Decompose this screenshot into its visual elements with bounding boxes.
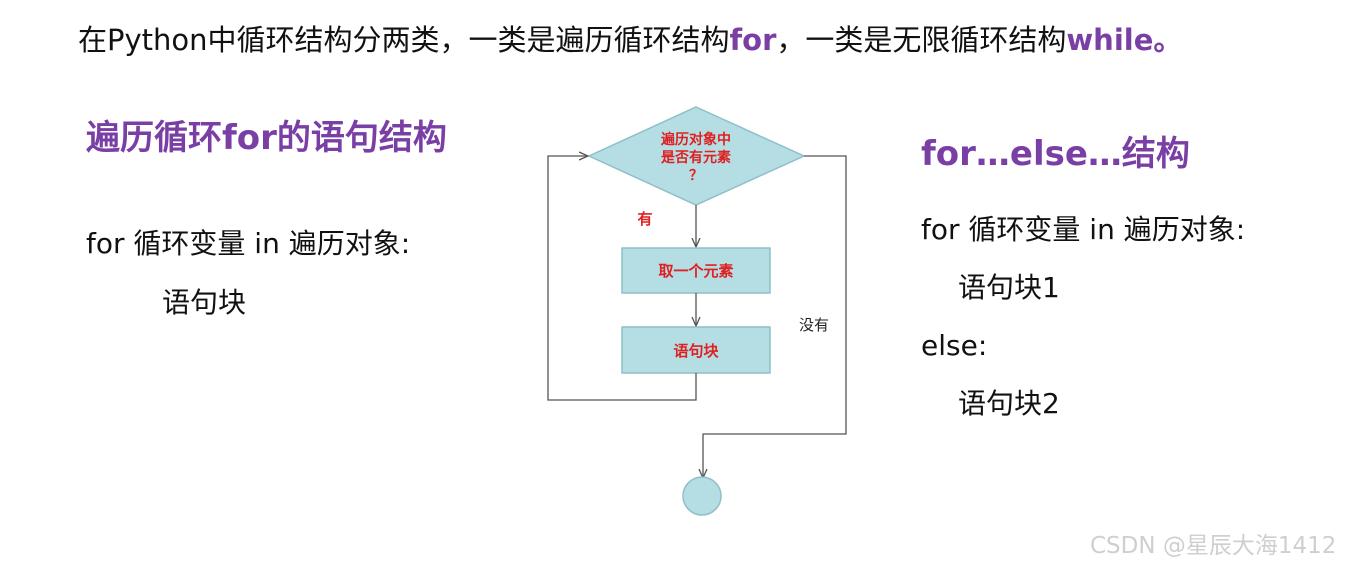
no-branch-arrow [703,155,847,478]
loop-back-arrow [547,156,697,401]
for-else-line-3: else: [921,329,988,362]
take-element-box [621,247,771,294]
intro-text-1: 在Python中循环结构分两类，一类是遍历循环结构 [78,23,730,57]
no-label: 没有 [799,316,829,334]
statement-block-label: 语句块 [673,342,719,360]
watermark: CSDN @星辰大海1412 [1090,533,1337,559]
end-terminal-circle [682,476,722,516]
for-syntax-title: 遍历循环for的语句结构 [86,118,447,158]
intro-text-end: 。 [1153,23,1183,57]
intro-keyword-for: for [729,23,777,57]
for-syntax-line-1: for 循环变量 in 遍历对象: [86,227,411,260]
for-else-line-2: 语句块1 [958,271,1060,304]
for-else-title: for…else…结构 [921,134,1190,174]
intro-text-2: ，一类是无限循环结构 [776,23,1067,57]
decision-text-line-1: 遍历对象中 [660,131,731,148]
decision-text-line-2: 是否有元素 [661,149,731,166]
take-element-label: 取一个元素 [658,262,733,280]
yes-label: 有 [637,210,652,228]
intro-keyword-while: while [1066,23,1154,57]
for-else-line-4: 语句块2 [958,387,1060,420]
for-else-line-1: for 循环变量 in 遍历对象: [921,213,1246,246]
for-syntax-line-2: 语句块 [162,286,247,319]
decision-text-line-3: ？ [689,168,703,184]
intro-sentence: 在Python中循环结构分两类，一类是遍历循环结构for，一类是无限循环结构wh… [78,20,1182,60]
